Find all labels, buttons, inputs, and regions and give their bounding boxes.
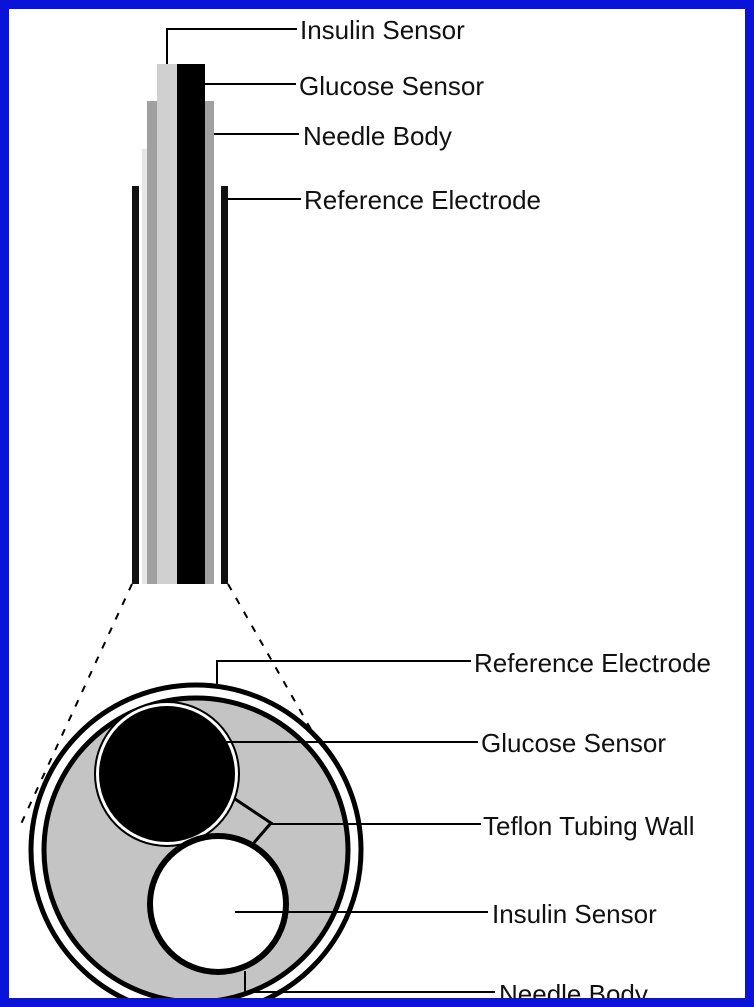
projection-line-left [20, 583, 133, 825]
side-reference-electrode-left [132, 186, 139, 584]
side-outer-left-light [142, 149, 151, 584]
needle-side-view [132, 64, 228, 584]
label-cross-glucose-sensor: Glucose Sensor [481, 728, 666, 758]
side-leader-lines [166, 28, 301, 200]
label-cross-insulin-sensor: Insulin Sensor [492, 899, 657, 929]
cross-glucose-sensor [95, 702, 239, 846]
leader-side-insulin [166, 28, 297, 64]
label-side-reference-electrode: Reference Electrode [304, 185, 541, 215]
leader-cross-needle-body [244, 971, 495, 993]
cross-insulin-sensor [147, 833, 289, 975]
label-side-needle-body: Needle Body [303, 121, 452, 151]
label-side-insulin-sensor: Insulin Sensor [300, 15, 465, 45]
sensor-diagram: Insulin Sensor Glucose Sensor Needle Bod… [20, 15, 711, 1007]
cross-leader-lines [216, 660, 495, 993]
side-reference-electrode-right [221, 186, 228, 584]
projection-lines [20, 583, 362, 825]
cross-glucose-sensor-outline [94, 701, 240, 847]
label-side-glucose-sensor: Glucose Sensor [299, 71, 484, 101]
side-needle-body-left [147, 101, 157, 584]
projection-line-right [227, 583, 362, 818]
label-cross-reference-electrode: Reference Electrode [474, 648, 711, 678]
label-cross-needle-body: Needle Body [499, 979, 648, 1007]
label-cross-teflon-tubing-wall: Teflon Tubing Wall [483, 811, 694, 841]
needle-cross-section [28, 682, 364, 998]
leader-cross-reference [216, 660, 471, 687]
side-insulin-sensor [157, 64, 179, 584]
side-glucose-sensor [177, 64, 205, 584]
side-needle-body-right [204, 101, 214, 584]
